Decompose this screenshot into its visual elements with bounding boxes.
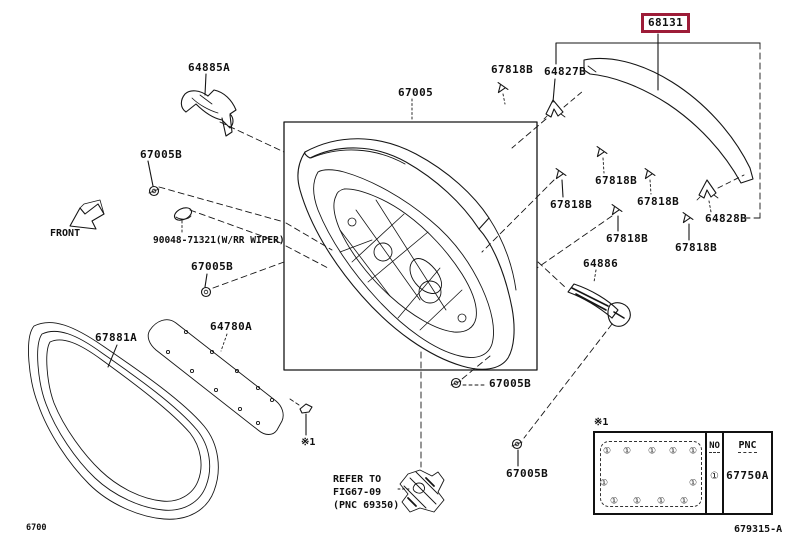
panel-clip-mark: ① (668, 446, 678, 457)
part-label[interactable]: 67818B (595, 174, 638, 187)
panel-clip-mark: ① (688, 446, 698, 457)
bolt-icon (511, 438, 523, 467)
weatherstrip-shape (28, 322, 219, 520)
no-header: NO (709, 441, 720, 453)
bolt-icon (200, 273, 212, 298)
panel-outline (600, 441, 702, 507)
clip-icon (299, 403, 313, 436)
leader-lines (158, 98, 613, 490)
panel-clip-mark: ① (656, 496, 666, 507)
hinge-shape (180, 73, 237, 137)
lock-assembly-shape (399, 469, 445, 513)
part-label[interactable]: 64780A (210, 320, 253, 333)
drawing-code: 679315-A (734, 524, 783, 535)
screw-icon (644, 168, 656, 195)
screw-icon (555, 168, 567, 198)
part-label[interactable]: 64885A (188, 61, 231, 74)
part-label[interactable]: 64886 (583, 257, 619, 270)
panel-clip-mark: ① (688, 478, 698, 489)
no-value: ① (710, 471, 719, 482)
part-label-highlighted[interactable]: 68131 (641, 13, 691, 33)
screw-icon (497, 82, 509, 105)
back-door-panel-drawing (297, 138, 517, 370)
wiper-note: 90048-71321(W/RR WIPER) (153, 235, 285, 246)
panel-clip-mark: ① (647, 446, 657, 457)
front-label: FRONT (50, 228, 81, 239)
trim-board-shape (147, 319, 284, 435)
part-label[interactable]: 67005B (140, 148, 183, 161)
part-label[interactable]: 67005B (506, 467, 549, 480)
pnc-header: PNC (738, 440, 757, 453)
part-label[interactable]: 67818B (675, 241, 718, 254)
front-arrow-icon (69, 199, 105, 230)
part-label[interactable]: 67818B (606, 232, 649, 245)
part-label[interactable]: 64828B (705, 212, 748, 225)
table-pnc-column: PNC 67750A (724, 433, 771, 513)
pnc-value[interactable]: 67750A (726, 469, 769, 482)
footnote-mark: ※1 (594, 417, 609, 428)
clip-icon (543, 90, 584, 120)
glass-bracket-lines (552, 33, 761, 219)
part-label[interactable]: 64827B (544, 65, 587, 78)
spoiler-glass-shape (583, 57, 754, 184)
page-code: 6700 (26, 523, 47, 533)
screw-icon (611, 204, 623, 232)
screw-icon (682, 212, 694, 241)
panel-clip-mark: ① (679, 496, 689, 507)
table-no-column: NO ① (707, 433, 724, 513)
panel-clip-mark: ① (632, 496, 642, 507)
part-label[interactable]: 67818B (491, 63, 534, 76)
fig-reference-note: REFER TO FIG67-09 (PNC 69350) (333, 474, 400, 511)
footnote-mark: ※1 (301, 437, 316, 448)
screw-icon (596, 146, 608, 174)
part-label[interactable]: 67005B (489, 377, 532, 390)
panel-clip-mark: ① (609, 496, 619, 507)
part-label[interactable]: 67818B (550, 198, 593, 211)
panel-clip-mark: ① (599, 478, 609, 489)
part-label[interactable]: 67005B (191, 260, 234, 273)
bolt-icon (450, 377, 462, 389)
back-door-box (283, 121, 538, 371)
part-label[interactable]: 67818B (637, 195, 680, 208)
part-label[interactable]: 67881A (95, 331, 138, 344)
panel-clip-mark: ① (602, 446, 612, 457)
panel-clip-mark: ① (622, 446, 632, 457)
part-label[interactable]: 67005 (398, 86, 434, 99)
bolt-icon (147, 160, 160, 197)
clip-icon (696, 174, 745, 213)
spoiler-bracket-shape (567, 269, 631, 327)
